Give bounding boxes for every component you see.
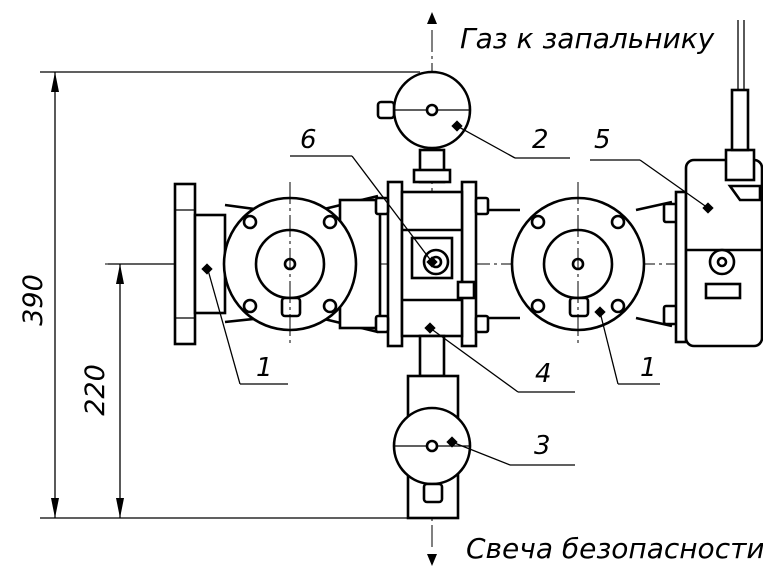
callout-1-right: 1 (640, 353, 657, 383)
callout-5: 5 (594, 125, 611, 155)
leader-4 (424, 322, 575, 393)
dimension-220-label: 220 (80, 364, 111, 416)
bottom-flow-arrow (427, 554, 437, 566)
left-valve (222, 182, 382, 346)
callout-2: 2 (532, 125, 549, 155)
leader-3 (446, 436, 575, 466)
right-valve (488, 182, 680, 346)
leader-6 (290, 155, 438, 268)
callout-1-left: 1 (256, 353, 273, 383)
callout-3: 3 (534, 431, 551, 461)
callout-4: 4 (535, 359, 552, 389)
dimension-390 (40, 71, 420, 519)
safety-candle-label: Свеча безопасности (466, 532, 763, 565)
callout-6: 6 (300, 125, 317, 155)
left-flange (173, 182, 227, 346)
leader-5 (590, 159, 714, 214)
top-flow-arrow (427, 12, 437, 24)
actuator (684, 20, 763, 348)
gas-to-igniter-label: Газ к запальнику (460, 22, 715, 55)
lower-fitting (392, 334, 472, 520)
right-flange (674, 190, 688, 344)
leader-2 (451, 120, 570, 159)
leader-1-right (594, 306, 660, 385)
leader-1-left (201, 263, 288, 385)
dimension-390-label: 390 (18, 274, 49, 326)
upper-fitting (376, 70, 472, 184)
